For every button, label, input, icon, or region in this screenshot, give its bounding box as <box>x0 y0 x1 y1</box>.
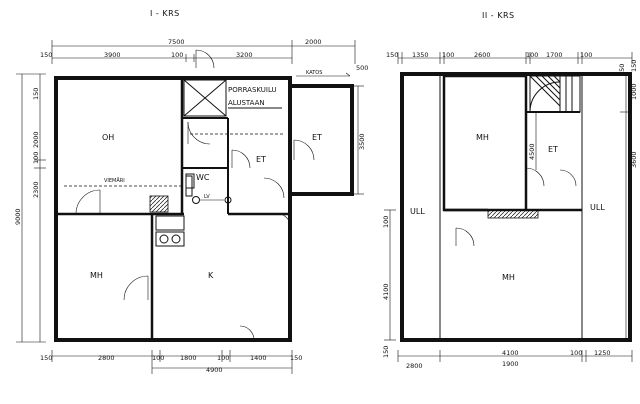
floor-1-stair-label-2: ALUSTAAN <box>228 99 265 107</box>
floor-1-stair-shaft <box>183 79 227 117</box>
floor-1-right-dim: 3500 <box>358 133 366 150</box>
floor-2-top-dim-4: 2600 <box>474 51 491 59</box>
floor-1-bottom-dim-5: 100 <box>217 354 229 362</box>
floor-2-chimney <box>487 209 539 219</box>
floor-2-left-dim-3: 150 <box>382 346 390 358</box>
floor-2-right-dim-2: 150 <box>618 64 626 76</box>
floor-1-stove <box>155 231 185 247</box>
floor-1-top-extra: 2000 <box>305 38 322 46</box>
floor-1-top-dim-5: 500 <box>356 64 368 72</box>
floor-1-room-oh: OH <box>102 133 114 142</box>
floor-1-room-mh: MH <box>90 271 103 280</box>
floor-1-left-dim-4: 2300 <box>32 181 40 198</box>
floor-2-bottom-dim-1: 2800 <box>406 362 423 370</box>
floor-1-floor-drain <box>224 196 232 204</box>
floor-2-bottom-dim-2: 1900 <box>502 360 519 368</box>
floor-2-room-mh-upper: MH <box>476 133 489 142</box>
floor-1-bottom-total: 4900 <box>206 366 223 374</box>
floor-2-stair <box>529 75 581 113</box>
floor-1-left-dim-5: 9000 <box>14 208 22 225</box>
floor-1-drain-label: VIEMÄRI <box>104 177 125 184</box>
floor-2-left-dim-1: 100 <box>382 216 390 228</box>
floor-1-stair-label-1: PORRASKUILU <box>228 86 277 94</box>
floor-2-left-dim-2: 4100 <box>382 283 390 300</box>
floor-1-wc-toilet <box>192 196 200 204</box>
floor-2-room-ull-left: ULL <box>410 207 425 216</box>
floor-2-bedroom-upper <box>442 74 528 212</box>
floor-2-room-ull-right: ULL <box>590 203 605 212</box>
floor-2-top-dim-5: 100 <box>526 51 538 59</box>
floor-2-top-dim-6: 1700 <box>546 51 563 59</box>
floor-2-top-dim-7: 100 <box>580 51 592 59</box>
floor-2-right-dim-3: 3600 <box>630 151 638 168</box>
floor-1-top-dim-3: 100 <box>171 51 183 59</box>
floor-1-room-et-entry: ET <box>312 133 322 142</box>
floor-2-top-dim-1: 150 <box>386 51 398 59</box>
floor-2-title: II - KRS <box>482 11 515 20</box>
floor-1-top-dim-2: 3900 <box>104 51 121 59</box>
floor-1-room-et: ET <box>256 155 266 164</box>
floor-1-outer-wall <box>54 76 292 342</box>
floor-1-entry-bump <box>288 84 354 196</box>
floor-2-inner-dim: 4500 <box>528 143 536 160</box>
floor-1-bottom-dim-3: 100 <box>152 354 164 362</box>
floor-2-room-et: ET <box>548 145 558 154</box>
floor-1-top-dim-4: 3200 <box>236 51 253 59</box>
floor-2-top-dim-8: 150 <box>630 60 638 72</box>
floor-1-bottom-dim-6: 1400 <box>250 354 267 362</box>
floor-1-room-k: K <box>208 271 214 280</box>
floor-2-top-dim-3: 100 <box>442 51 454 59</box>
floor-1-bottom-dim-4: 1800 <box>180 354 197 362</box>
floor-1-left-dim-2: 2000 <box>32 131 40 148</box>
floor-2-outer-wall <box>400 72 632 342</box>
floor-2-bottom-dim-3: 4100 <box>502 349 519 357</box>
floor-1-plan: I - KRS 7500 2000 150 3900 100 3200 500 … <box>14 9 368 374</box>
floor-1-title: I - KRS <box>150 9 180 18</box>
floor-2-bottom-dim-5: 1250 <box>594 349 611 357</box>
floor-1-top-dim-1: 150 <box>40 51 52 59</box>
floor-1-left-dim-3: 100 <box>32 152 40 164</box>
floor-1-hood-label: KATOS <box>306 70 322 76</box>
floor-2-bottom-dim-4: 100 <box>570 349 582 357</box>
floor-1-top-total: 7500 <box>168 38 185 46</box>
floor-1-left-dim-1: 150 <box>32 88 40 100</box>
floor-1-lv-label: LV <box>204 194 210 200</box>
floor-1-room-wc: WC <box>196 173 210 182</box>
floor-1-fireplace <box>149 195 169 213</box>
floor-2-room-mh-lower: MH <box>502 273 515 282</box>
floor-1-kitchen-counter <box>155 215 185 231</box>
floor-1-bottom-dim-2: 2800 <box>98 354 115 362</box>
floor-1-bottom-dim-7: 150 <box>290 354 302 362</box>
floor-2-top-dim-2: 1350 <box>412 51 429 59</box>
floor-2-plan: II - KRS 150 1350 100 2600 100 1700 100 … <box>382 11 638 370</box>
floor-1-bottom-dim-1: 150 <box>40 354 52 362</box>
floor-2-right-dim-1: 1000 <box>630 83 638 100</box>
